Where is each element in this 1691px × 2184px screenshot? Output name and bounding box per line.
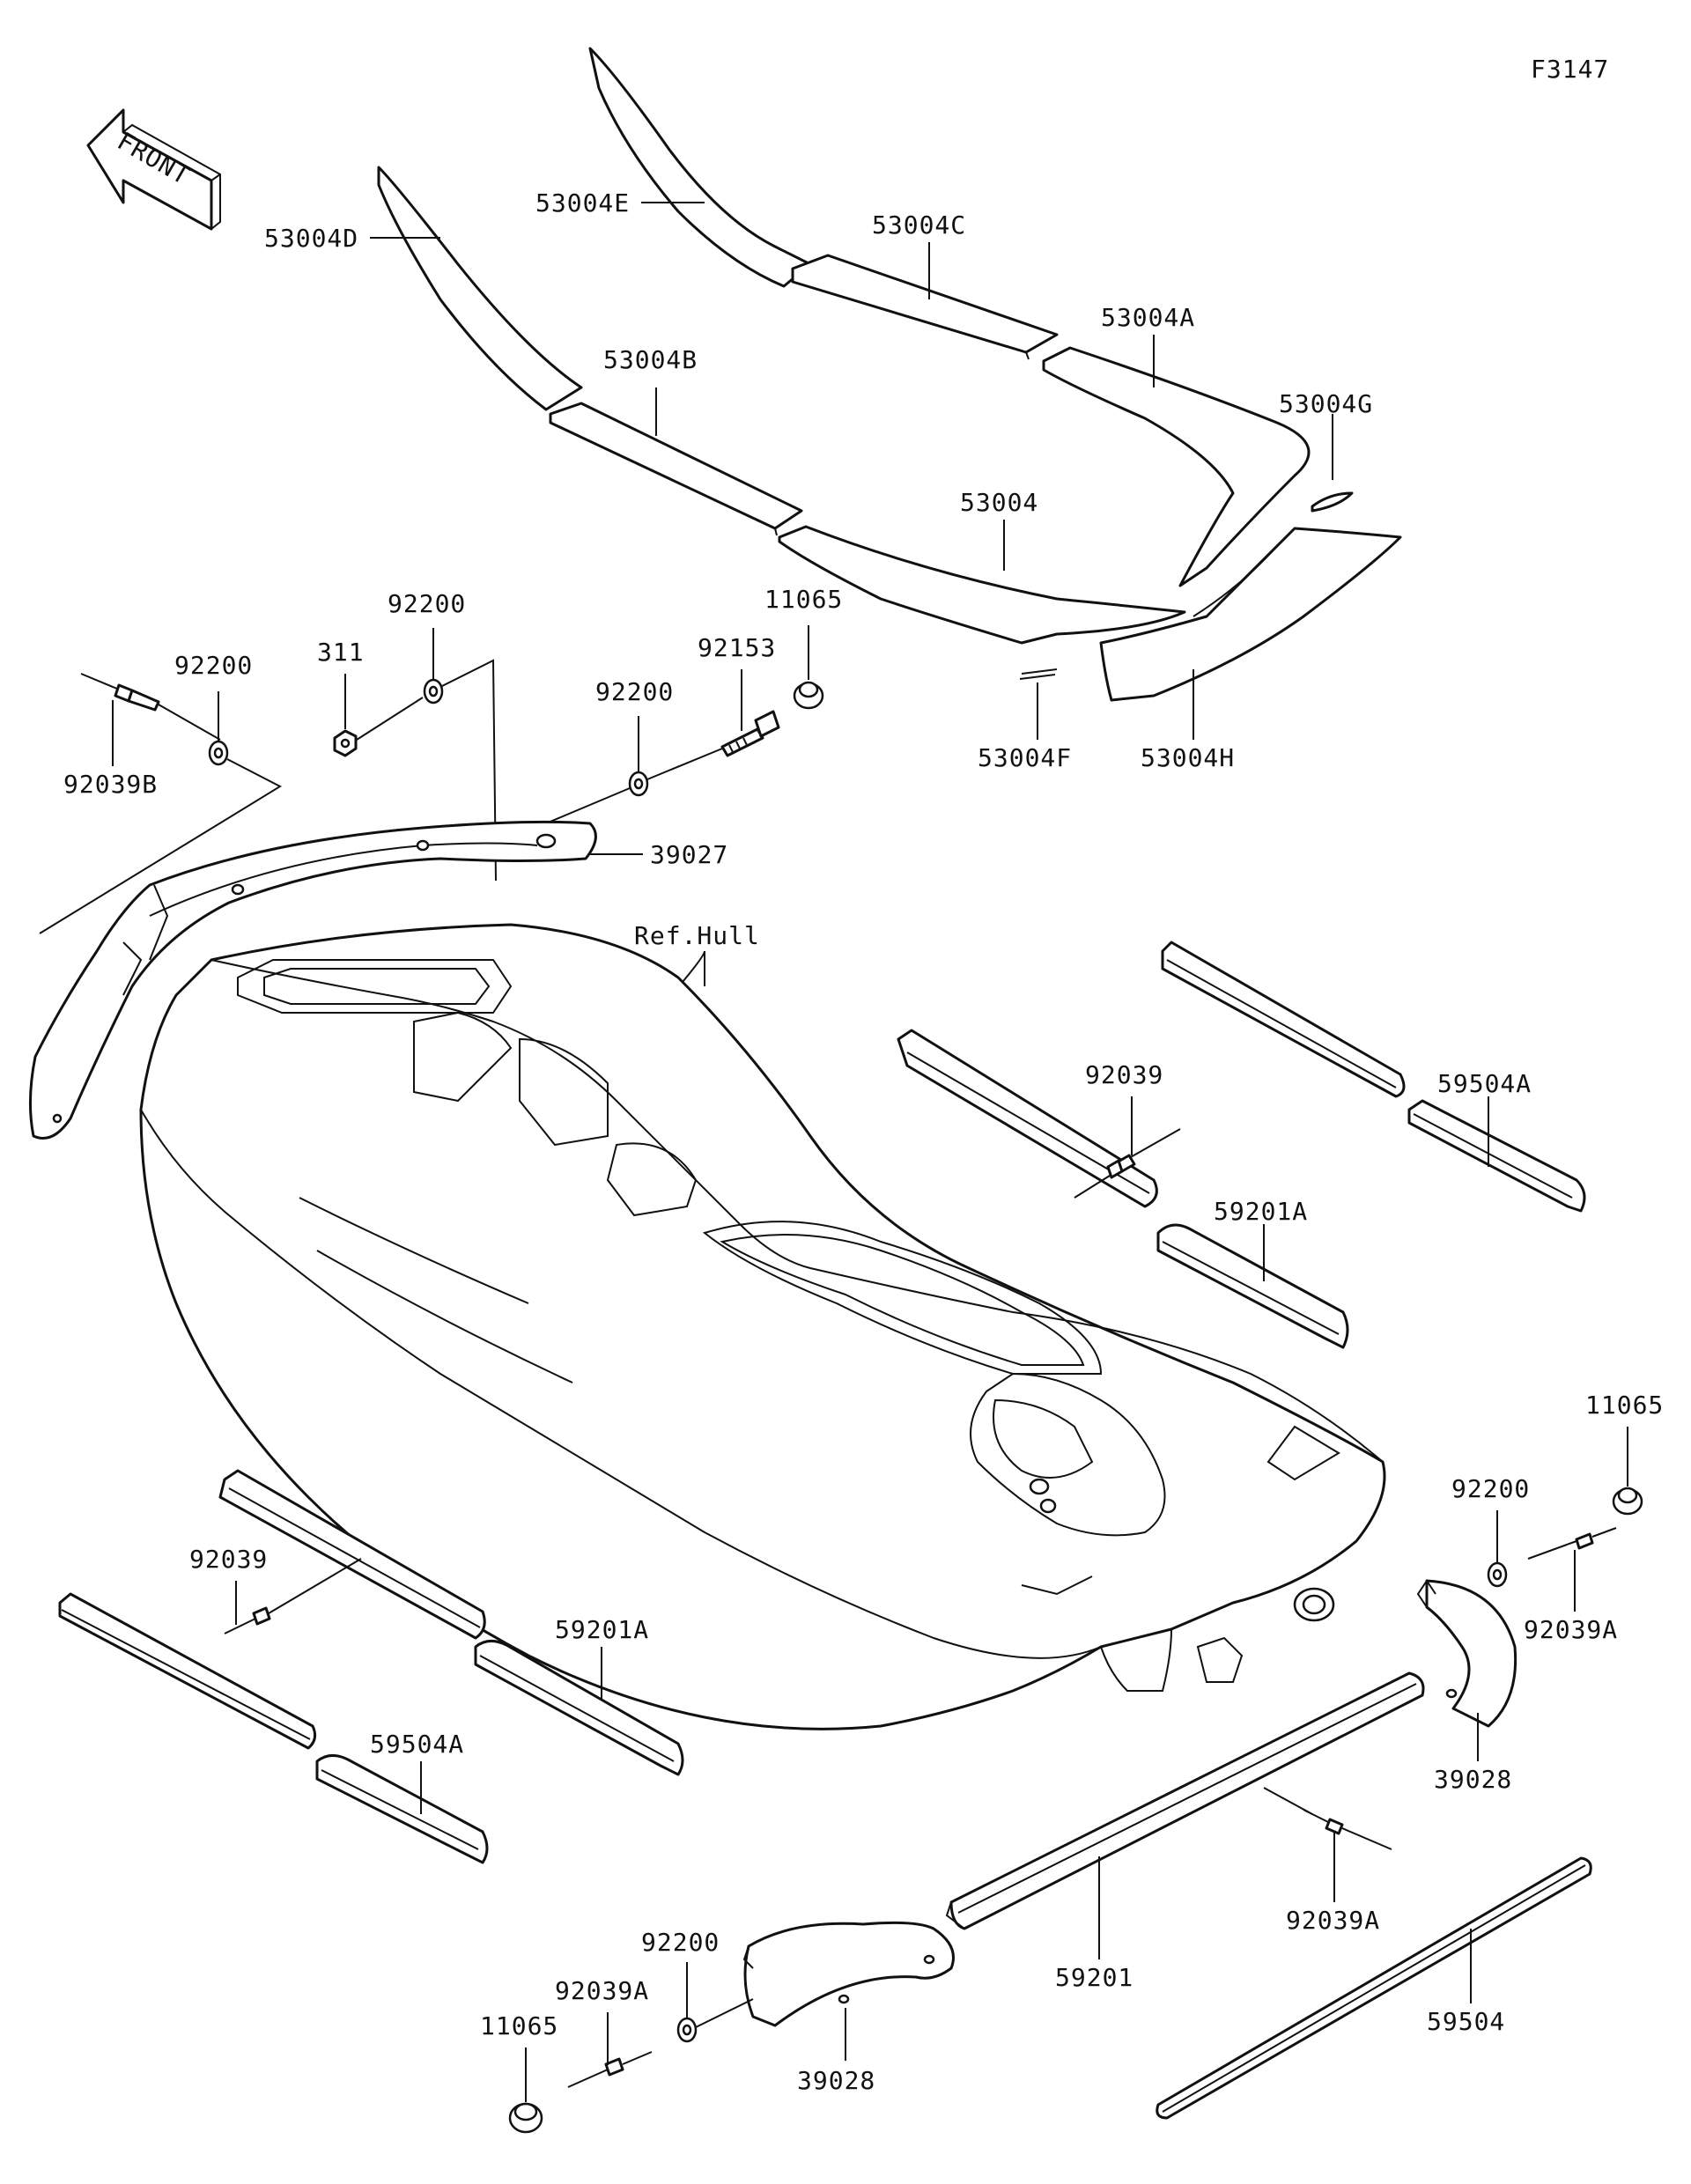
washer-92200-right xyxy=(1487,1561,1508,1588)
hull-body xyxy=(139,923,1386,1730)
rail-59504 xyxy=(1156,1856,1592,2120)
rail-59504A-top xyxy=(1161,941,1406,1098)
callout-59504A-top: 59504A xyxy=(1437,1069,1532,1098)
bolt-92153 xyxy=(720,710,780,757)
callout-92039-top: 92039 xyxy=(1085,1060,1163,1089)
pin-92039-left xyxy=(224,1558,362,1634)
callout-59201A-left: 59201A xyxy=(555,1615,649,1644)
callout-92200-left: 92200 xyxy=(174,651,253,680)
callout-39028-right: 39028 xyxy=(1434,1765,1512,1794)
washer-92200-left xyxy=(208,740,229,766)
rail-59201A-top xyxy=(897,1029,1158,1208)
washer-92200-bottom xyxy=(676,2017,698,2043)
callout-53004F: 53004F xyxy=(978,743,1072,772)
rail-59201 xyxy=(945,1671,1425,1930)
callout-39028-bottom: 39028 xyxy=(797,2066,875,2095)
pin-92039B xyxy=(80,673,221,741)
pin-92039-top xyxy=(1106,1128,1181,1179)
cap-11065-top xyxy=(793,681,824,710)
callout-ref-hull: Ref.Hull xyxy=(634,921,760,950)
callout-53004B: 53004B xyxy=(603,345,698,374)
callout-59201: 59201 xyxy=(1055,1963,1133,1992)
mat-53004A xyxy=(1042,346,1311,587)
washer-92200-upper xyxy=(423,678,444,705)
callout-92200-center: 92200 xyxy=(595,677,674,706)
callout-53004G: 53004G xyxy=(1279,389,1373,418)
callout-59201A-top: 59201A xyxy=(1214,1197,1308,1226)
callout-53004H: 53004H xyxy=(1141,743,1235,772)
rail-59504A-left xyxy=(315,1754,489,1864)
callout-92039A-bottom: 92039A xyxy=(555,1976,649,2005)
rail-59201A-left xyxy=(474,1640,684,1776)
mat-53004 xyxy=(778,525,1186,645)
mat-53004B xyxy=(549,402,803,536)
callout-92200-right: 92200 xyxy=(1451,1474,1530,1503)
callout-311: 311 xyxy=(317,638,365,667)
callout-92200-bottom: 92200 xyxy=(641,1928,720,1957)
callout-11065-right: 11065 xyxy=(1585,1391,1664,1420)
mat-53004F xyxy=(1019,668,1058,680)
callout-53004: 53004 xyxy=(960,488,1038,517)
mat-53004D xyxy=(377,166,583,411)
grab-handle-39027 xyxy=(28,820,597,1140)
cap-11065-bottom xyxy=(508,2102,543,2134)
callout-53004D: 53004D xyxy=(264,224,358,253)
mat-53004G xyxy=(1311,491,1354,513)
callout-53004E: 53004E xyxy=(535,188,630,218)
rail-59504A-left-long xyxy=(58,1592,317,1750)
pin-92039A-bottom xyxy=(567,2051,653,2088)
callout-92153: 92153 xyxy=(698,633,776,662)
callout-39027: 39027 xyxy=(650,840,728,869)
bracket-39028-bottom xyxy=(742,1921,955,2027)
callout-53004A: 53004A xyxy=(1101,303,1195,332)
callout-92039-left: 92039 xyxy=(189,1545,268,1574)
callout-92039B: 92039B xyxy=(63,770,158,799)
figure-code: F3147 xyxy=(1531,55,1609,84)
rail-59504A-top-end xyxy=(1407,1099,1586,1213)
callout-53004C: 53004C xyxy=(872,210,966,240)
mat-53004H xyxy=(1099,527,1402,702)
callout-11065-bottom: 11065 xyxy=(480,2011,558,2040)
nut-311 xyxy=(333,729,358,757)
callout-92039A-mid: 92039A xyxy=(1286,1906,1380,1935)
mat-53004C xyxy=(791,254,1059,360)
callout-59504: 59504 xyxy=(1427,2007,1505,2036)
pin-92039A-mid xyxy=(1303,1809,1392,1850)
front-arrow-icon: FRONT xyxy=(86,108,221,231)
rail-59201A-left-long xyxy=(218,1469,486,1640)
rail-59201A-top-end xyxy=(1156,1223,1349,1349)
mat-53004E xyxy=(588,47,812,288)
callout-92039A-right: 92039A xyxy=(1524,1615,1618,1644)
callout-92200-upper: 92200 xyxy=(388,589,466,618)
callout-59504A-left: 59504A xyxy=(370,1730,464,1759)
bracket-39028-right xyxy=(1416,1579,1517,1728)
washer-92200-center xyxy=(628,771,649,797)
pin-92039A-right xyxy=(1527,1527,1617,1560)
cap-11065-right xyxy=(1612,1487,1643,1516)
callout-11065-top: 11065 xyxy=(764,585,843,614)
